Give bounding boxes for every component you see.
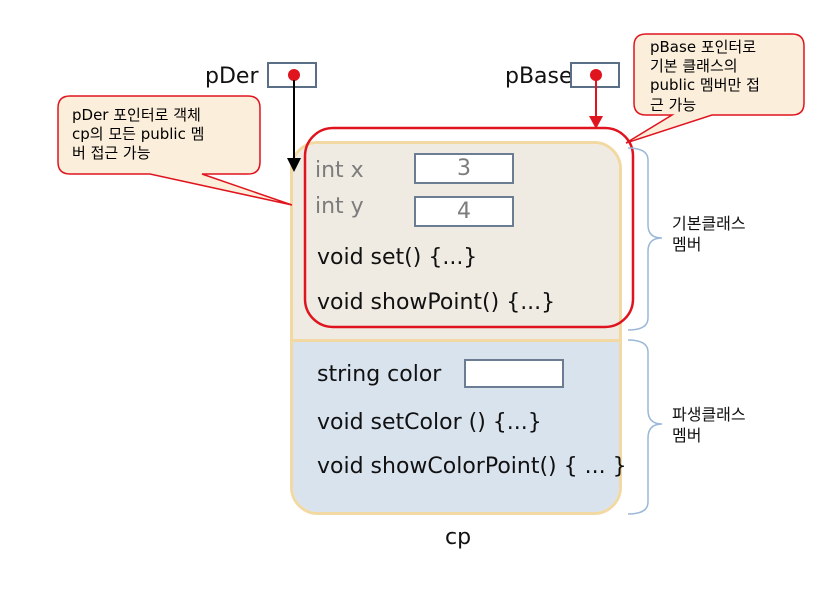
method-set: void set() {...} — [317, 245, 478, 270]
base-access-highlight — [303, 126, 635, 329]
pbase-label: pBase — [505, 64, 573, 89]
section-divider — [293, 339, 619, 342]
field-string-color: string color — [317, 362, 442, 387]
field-color-value-box — [464, 359, 564, 388]
derived-class-section — [293, 342, 619, 512]
pbase-callout-shape — [625, 33, 805, 144]
method-showcolorpoint: void showColorPoint() { ... } — [317, 454, 627, 479]
pder-arrow-head — [287, 158, 301, 172]
pder-label: pDer — [205, 64, 259, 89]
method-showpoint: void showPoint() {...} — [317, 290, 556, 315]
field-int-y-label: int y — [315, 194, 364, 219]
base-members-label: 기본클래스 멤버 — [672, 214, 746, 254]
field-x-value-box: 3 — [414, 153, 514, 184]
pder-callout-shape — [57, 95, 293, 206]
object-name-cp: cp — [445, 525, 472, 550]
base-members-brace — [627, 147, 663, 331]
derived-members-brace — [627, 339, 663, 515]
field-y-value-box: 4 — [414, 196, 514, 227]
pder-pointer-dot — [288, 69, 300, 81]
pbase-callout-text: pBase 포인터로 기본 클래스의 public 멤버만 접 근 가능 — [650, 38, 760, 114]
pbase-arrow-head — [589, 116, 603, 129]
field-int-x-label: int x — [315, 158, 364, 183]
method-setcolor: void setColor () {...} — [317, 410, 542, 435]
pder-callout-text: pDer 포인터로 객체 cp의 모든 public 멤 버 접근 가능 — [72, 106, 205, 163]
derived-members-label: 파생클래스 멤버 — [672, 405, 746, 445]
pbase-pointer-dot — [590, 69, 602, 81]
